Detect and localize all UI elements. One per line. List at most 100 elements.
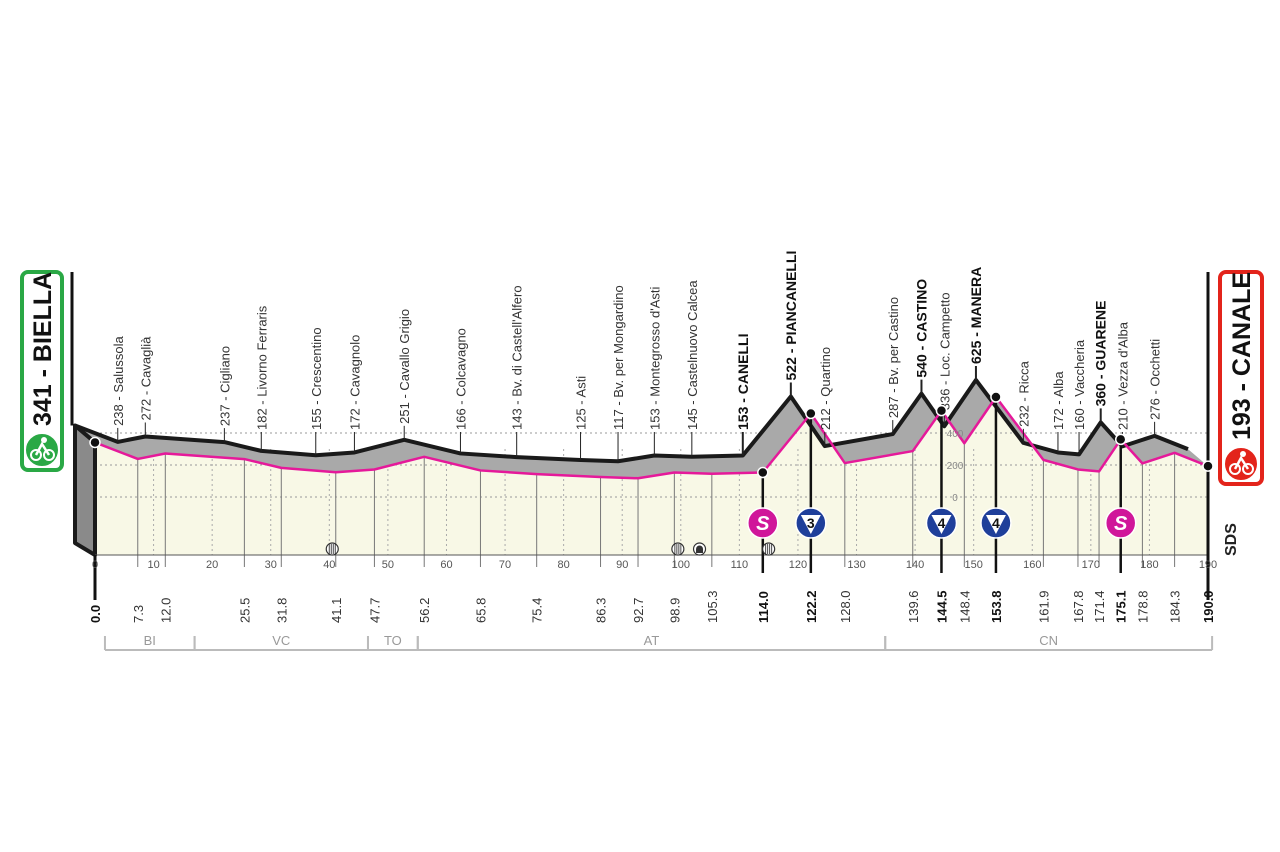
x-tick-label: 80 [558,559,570,571]
km-label: 7.3 [131,605,146,623]
triangle-icon [800,515,821,534]
marker-label: 3 [807,515,815,531]
location-label: 117 - Bv. per Mongardino [611,285,626,430]
x-tick-label: 50 [382,559,394,571]
province-label: BI [144,633,156,648]
y-tick-label: 200 [947,461,964,472]
km-label: 161.9 [1036,590,1051,623]
km-label: 128.0 [838,590,853,623]
tunnel-shape [696,545,704,553]
x-tick-label: 10 [147,559,159,571]
sprint-icon: S [1104,507,1137,539]
x-tick-label: 190 [1199,559,1217,571]
location-label: 172 - Alba [1051,371,1066,430]
relief-outline [74,378,1189,464]
x-tick-label: 160 [1023,559,1041,571]
wheel-shape [1242,463,1254,475]
finish-badge-frame [1218,270,1264,486]
km-label: 148.4 [957,590,972,623]
km-label: 75.4 [530,598,545,623]
location-label: 172 - Cavagnolo [347,335,362,430]
location-label: 160 - Vaccheria [1072,339,1087,430]
triangle-icon [985,515,1006,534]
x-tick-label: 70 [499,559,511,571]
feature-circle [762,542,776,556]
province-label: CN [1039,633,1058,648]
x-tick-label: 40 [323,559,335,571]
location-label: 276 - Occhetti [1148,339,1163,420]
location-label: 625 - MANERA [968,267,984,364]
rider-head-shape [1240,451,1246,457]
km-label: 25.5 [237,598,252,623]
km-label: 114.0 [756,591,771,623]
x-tick-label: 170 [1082,559,1100,571]
x-tick-label: 130 [847,559,865,571]
finish-badge: 193 - CANALE [1218,270,1264,486]
km-label: 144.5 [934,590,949,623]
marker-dot [935,404,948,417]
marker-badge [747,507,779,539]
location-label: 232 - Ricca [1016,360,1031,427]
km-label: 31.8 [274,598,289,623]
rail-crossing-icon [762,542,776,556]
location-label: 145 - Castelnuovo Calcea [685,280,700,430]
x-tick-label: 180 [1140,559,1158,571]
location-label: 251 - Cavallo Grigio [397,309,412,424]
km-label: 139.6 [906,590,921,623]
location-label: 336 - Loc. Campetto [937,292,952,410]
feature-circle [325,542,339,556]
location-label: 360 - GUARENE [1093,301,1109,407]
marker-dot [757,466,769,479]
climb-category-icon: 4 [925,507,958,539]
x-tick-label: 140 [906,559,924,571]
wheel-shape [43,449,55,461]
marker-badge [1104,507,1137,539]
province-label: VC [272,633,290,648]
marker-label: S [756,513,770,535]
km-label: 86.3 [594,598,609,623]
km-label: 41.1 [329,598,344,623]
location-label: 212 - Quartino [818,347,833,430]
province-label: AT [644,633,660,648]
km-label: 122.2 [804,590,819,623]
start-badge: 341 - BIELLA [20,270,64,472]
finish-badge-label: 193 - CANALE [1228,272,1256,440]
km-label: 0.0 [88,605,103,623]
km-label: 190.0 [1201,590,1216,623]
location-label: 166 - Colcavagno [453,328,468,430]
km-label: 178.8 [1135,590,1150,623]
sprint-icon: S [747,507,779,539]
x-tick-label: 150 [965,559,983,571]
location-label: 155 - Crescentino [309,327,324,430]
x-tick-label: 30 [265,559,277,571]
x-tick-label: 120 [789,559,807,571]
km-label: 92.7 [631,598,646,623]
sds-logo: SDS [1223,523,1240,556]
km-label: 105.3 [705,590,720,623]
marker-dot [1114,433,1127,446]
endpoint-dot [89,436,101,449]
km-label: 65.8 [473,598,488,623]
marker-dot [990,391,1002,403]
location-label: 125 - Asti [574,376,589,430]
climb-category-icon: 4 [980,507,1012,539]
km-label: 171.4 [1092,590,1107,623]
x-tick-label: 20 [206,559,218,571]
location-label: 287 - Bv. per Castino [886,297,901,418]
wheel-shape [30,449,42,461]
start-badge-frame [20,270,64,472]
marker-dot [805,407,817,420]
location-label: 143 - Bv. di Castell'Alfero [510,285,525,430]
x-tick-label: 100 [672,559,690,571]
km-label: 56.2 [417,598,432,623]
km-label: 47.7 [367,598,382,623]
relief-band [75,380,1208,479]
x-tick-label: 90 [616,559,628,571]
location-label: 153 - CANELLI [735,334,751,430]
location-label: 238 - Salussola [111,336,126,426]
feature-circle [671,542,685,556]
x-tick-label: 110 [731,559,749,571]
rider-body-shape [34,441,51,456]
location-label: 182 - Livorno Ferraris [254,305,269,430]
